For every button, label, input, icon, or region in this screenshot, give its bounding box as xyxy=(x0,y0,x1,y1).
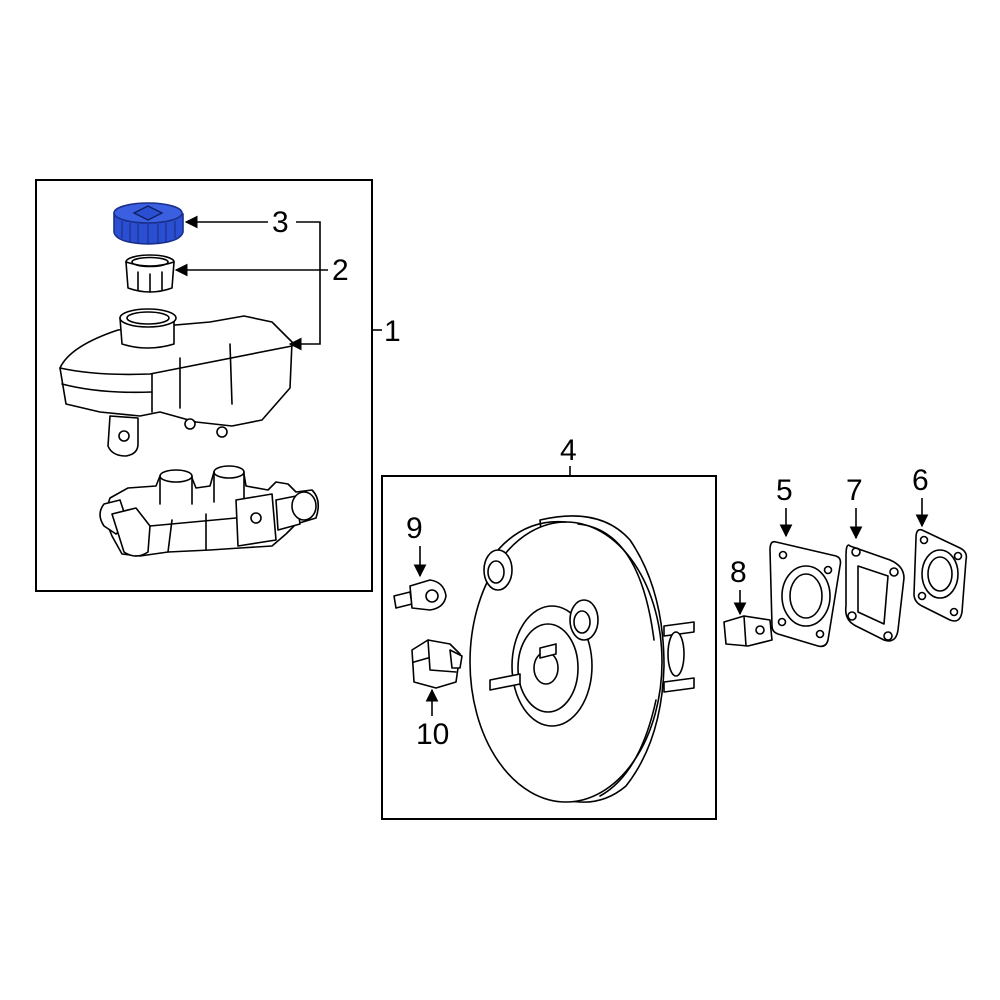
callout-3[interactable]: 3 xyxy=(272,206,289,239)
callout-2[interactable]: 2 xyxy=(332,254,349,287)
booster-gasket-icon[interactable] xyxy=(769,540,842,648)
gasket-icon[interactable] xyxy=(913,528,968,622)
spacer-bracket-icon[interactable] xyxy=(844,544,905,642)
callout-10[interactable]: 10 xyxy=(416,718,449,751)
reservoir-strainer-icon[interactable] xyxy=(125,254,175,293)
master-cylinder-icon[interactable] xyxy=(99,465,320,557)
cap-diamond xyxy=(132,205,164,221)
callout-4[interactable]: 4 xyxy=(560,434,577,467)
brake-booster-group-box xyxy=(381,475,717,820)
callout-9[interactable]: 9 xyxy=(406,512,423,545)
callout-1-bracket xyxy=(288,221,321,351)
callout-6[interactable]: 6 xyxy=(912,464,929,497)
check-valve-icon[interactable] xyxy=(393,579,447,611)
master-cylinder-group-box xyxy=(35,179,373,592)
callout-8[interactable]: 8 xyxy=(730,556,747,589)
reservoir-cap-icon[interactable] xyxy=(113,202,184,245)
clevis-icon[interactable] xyxy=(723,615,773,647)
callout-5[interactable]: 5 xyxy=(776,474,793,507)
callout-7[interactable]: 7 xyxy=(846,474,863,507)
vacuum-hose-connector-icon[interactable] xyxy=(411,639,463,689)
callout-1[interactable]: 1 xyxy=(384,315,401,348)
brake-booster-icon[interactable] xyxy=(469,515,695,803)
brake-fluid-reservoir-icon[interactable] xyxy=(59,308,293,457)
